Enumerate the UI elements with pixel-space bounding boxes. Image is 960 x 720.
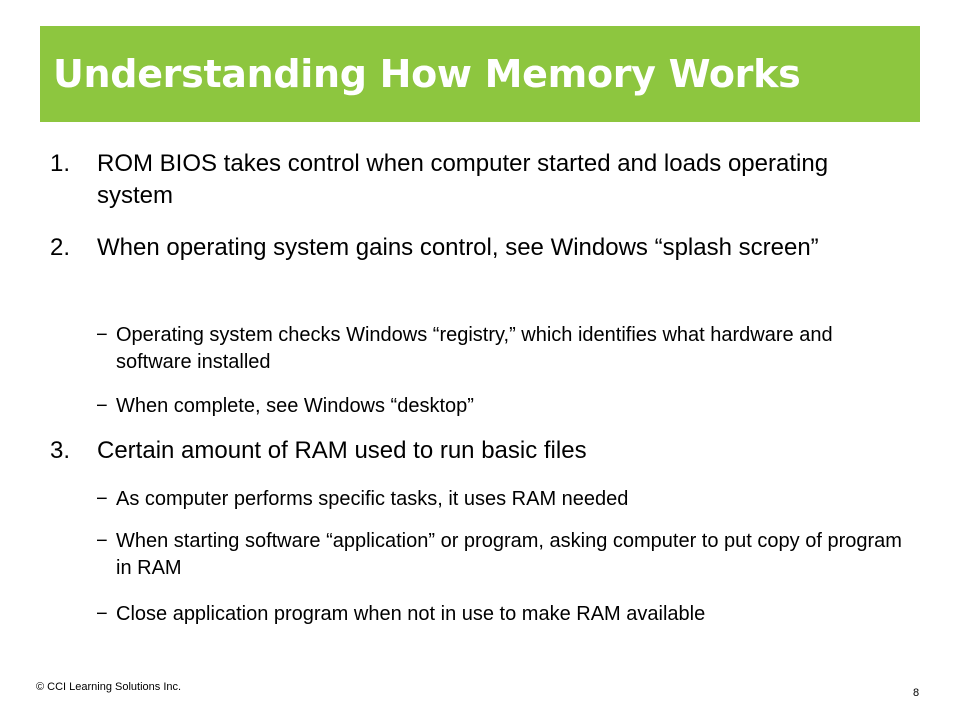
list-item-number: 3.	[50, 437, 71, 464]
dash-bullet: −	[96, 488, 108, 510]
sub-item-text: As computer performs specific tasks, it …	[116, 488, 629, 510]
list-item-text: When operating system gains control, see…	[97, 234, 819, 261]
list-item-number: 2.	[50, 234, 71, 261]
dash-bullet: −	[96, 530, 108, 552]
dash-bullet: −	[96, 395, 108, 417]
list-item-text: Certain amount of RAM used to run basic …	[97, 437, 587, 464]
sub-item-text: When complete, see Windows “desktop”	[116, 395, 474, 417]
slide-title: Understanding How Memory Works	[53, 52, 801, 96]
list-item-text: ROM BIOS takes control when computer sta…	[97, 150, 829, 209]
copyright-notice: © CCI Learning Solutions Inc.	[36, 681, 182, 693]
dash-bullet: −	[96, 324, 108, 346]
sub-item-text: When starting software “application” or …	[116, 530, 902, 579]
sub-item-text: Close application program when not in us…	[116, 603, 706, 625]
page-number: 8	[913, 687, 920, 699]
list-item-number: 1.	[50, 150, 71, 177]
dash-bullet: −	[96, 603, 108, 625]
sub-item-text: Operating system checks Windows “registr…	[116, 324, 833, 373]
title-bar: Understanding How Memory Works	[40, 26, 920, 122]
